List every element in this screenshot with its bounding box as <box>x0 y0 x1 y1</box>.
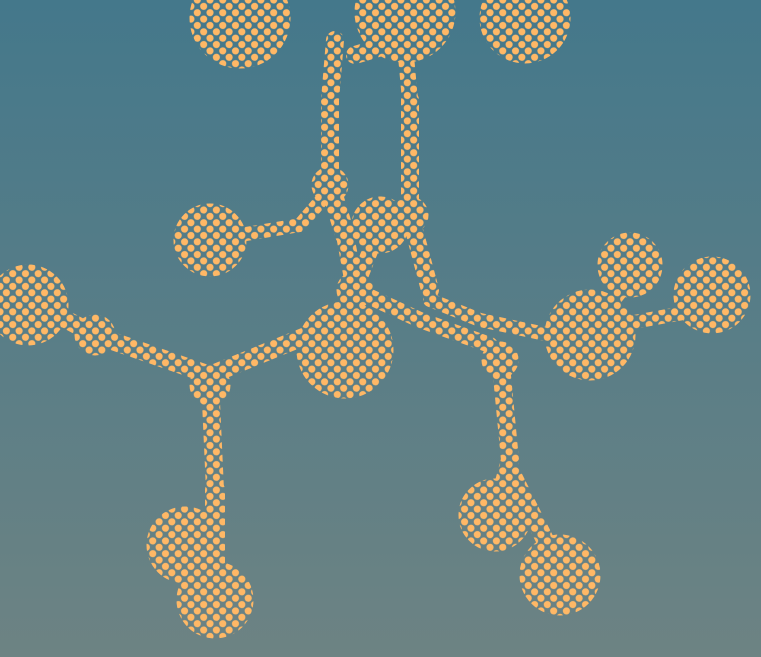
molecule-illustration <box>0 0 761 657</box>
halftone-molecule-scene <box>0 0 761 657</box>
halftone-molecule <box>0 0 761 657</box>
